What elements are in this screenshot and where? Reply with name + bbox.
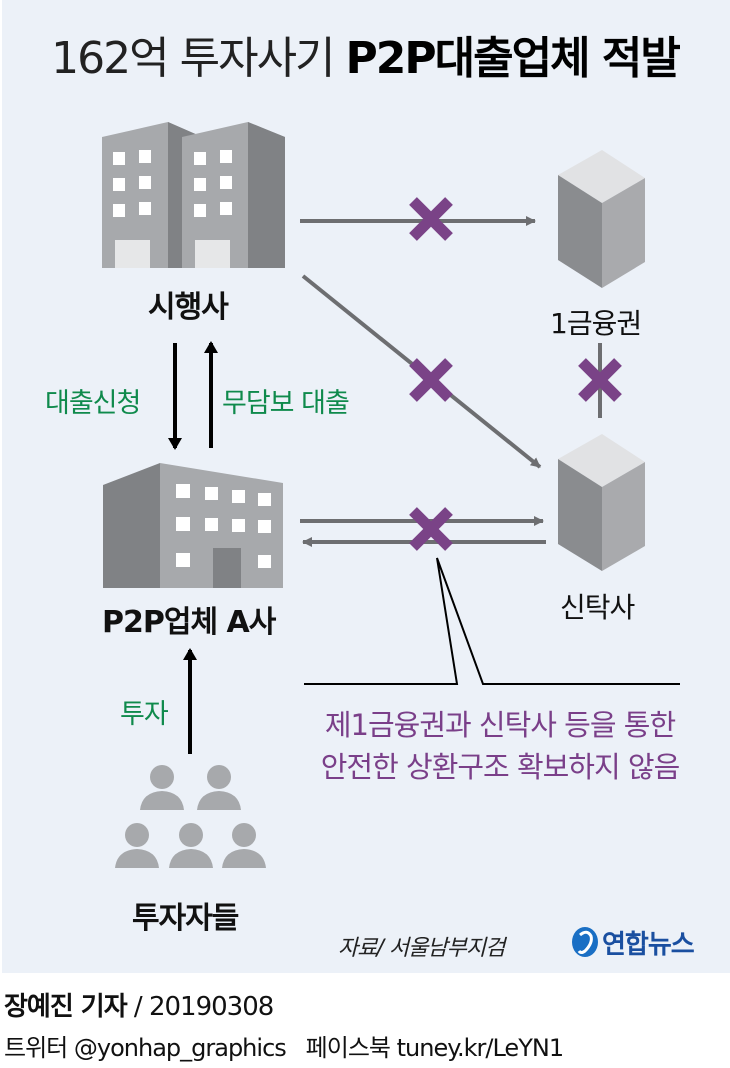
trust-company-label: 신탁사 — [560, 591, 635, 624]
social-links: 트위터 @yonhap_graphics 페이스북 tuney.kr/LeYN1 — [4, 1028, 564, 1063]
twitter-handle[interactable]: @yonhap_graphics — [73, 1034, 287, 1062]
investment-label: 투자 — [120, 699, 169, 730]
investors-label: 투자자들 — [132, 901, 239, 936]
developer-label: 시행사 — [148, 290, 229, 325]
yonhap-logo: 연합뉴스 — [568, 924, 695, 961]
first-tier-finance-label: 1금융권 — [550, 307, 642, 340]
developer-building-icon — [102, 122, 285, 268]
yonhap-logo-text: 연합뉴스 — [602, 930, 695, 960]
twitter-label: 트위터 — [4, 1034, 68, 1062]
p2p-company-building-icon — [103, 463, 283, 588]
p2p-company-label: P2P업체 A사 — [102, 605, 276, 640]
cross-icon-bank — [409, 197, 453, 241]
facebook-label: 페이스북 — [305, 1034, 391, 1062]
cross-icon-bank-trust — [578, 358, 622, 402]
yonhap-logo-icon — [572, 927, 598, 957]
publish-date: / 20190308 — [133, 992, 274, 1022]
byline: 장예진 기자 / 20190308 — [4, 986, 274, 1023]
callout-line — [304, 557, 680, 685]
title-bold: P2P대출업체 적발 — [345, 33, 681, 84]
title-light: 162억 투자사기 — [51, 33, 335, 84]
annotation-text: 제1금융권과 신탁사 등을 통한 안전한 상환구조 확보하지 않음 — [300, 704, 700, 788]
facebook-url[interactable]: tuney.kr/LeYN1 — [396, 1034, 564, 1062]
unsecured-loan-label: 무담보 대출 — [222, 388, 350, 419]
annotation-line-2: 안전한 상환구조 확보하지 않음 — [320, 750, 681, 784]
loan-application-label: 대출신청 — [45, 388, 141, 419]
trust-company-cube-icon — [558, 434, 645, 571]
reporter-name: 장예진 기자 — [4, 992, 128, 1022]
cross-icon-developer-trust — [409, 358, 453, 402]
source-credit: 자료/ 서울남부지검 — [338, 936, 505, 961]
page-title: 162억 투자사기 P2P대출업체 적발 — [0, 22, 730, 86]
annotation-line-1: 제1금융권과 신탁사 등을 통한 — [324, 708, 676, 742]
first-tier-finance-cube-icon — [558, 150, 645, 288]
cross-icon-p2p-trust — [409, 507, 453, 551]
investors-people-icon — [115, 765, 266, 868]
